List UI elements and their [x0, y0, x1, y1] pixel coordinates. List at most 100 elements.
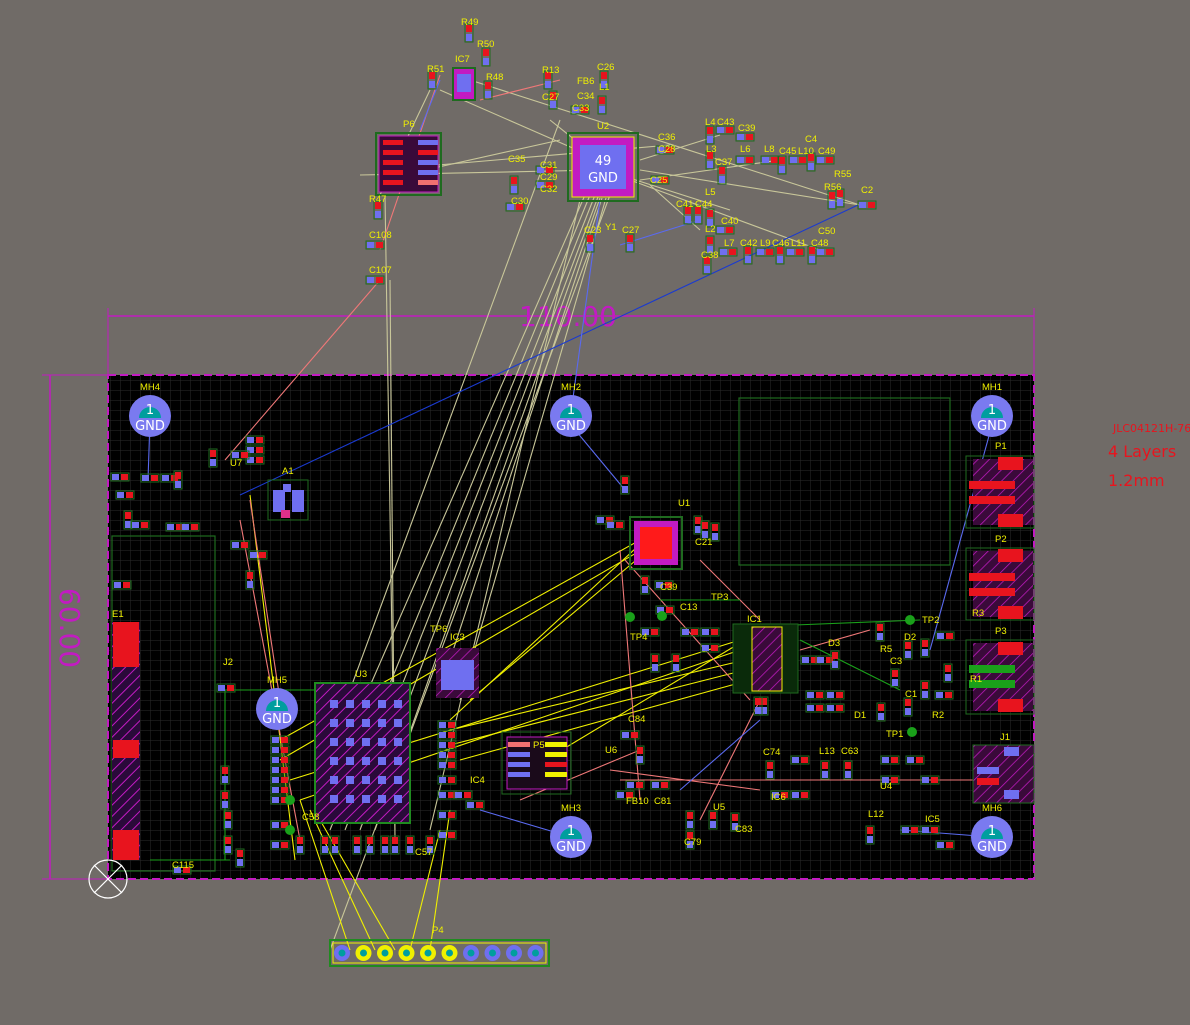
smd-part[interactable] — [730, 812, 740, 832]
smd-part[interactable] — [585, 233, 595, 253]
smd-part[interactable] — [230, 540, 250, 550]
smd-part[interactable] — [815, 155, 835, 165]
smd-part[interactable] — [220, 790, 230, 810]
connector-p2[interactable] — [965, 547, 1035, 621]
smd-part[interactable] — [172, 865, 192, 875]
connector-p5[interactable] — [501, 731, 572, 795]
smd-part[interactable] — [270, 755, 290, 765]
smd-part[interactable] — [815, 247, 835, 257]
smd-part[interactable] — [390, 835, 400, 855]
smd-part[interactable] — [655, 145, 675, 155]
smd-part[interactable] — [903, 697, 913, 717]
smd-part[interactable] — [245, 445, 265, 455]
smd-part[interactable] — [597, 95, 607, 115]
smd-part[interactable] — [548, 90, 558, 110]
smd-part[interactable] — [437, 750, 457, 760]
connector-p1[interactable] — [965, 455, 1035, 529]
smd-part[interactable] — [245, 435, 265, 445]
smd-part[interactable] — [427, 70, 437, 90]
test-point[interactable] — [285, 795, 295, 805]
smd-part[interactable] — [270, 840, 290, 850]
smd-part[interactable] — [702, 255, 712, 275]
smd-part[interactable] — [876, 702, 886, 722]
smd-part[interactable] — [753, 696, 763, 716]
smd-part[interactable] — [464, 23, 474, 43]
smd-part[interactable] — [245, 455, 265, 465]
smd-part[interactable] — [543, 70, 553, 90]
smd-part[interactable] — [835, 188, 845, 208]
smd-part[interactable] — [765, 760, 775, 780]
smd-part[interactable] — [180, 522, 200, 532]
smd-part[interactable] — [465, 800, 485, 810]
smd-part[interactable] — [330, 835, 340, 855]
smd-part[interactable] — [483, 80, 493, 100]
smd-part[interactable] — [890, 668, 900, 688]
smd-part[interactable] — [900, 825, 920, 835]
smd-part[interactable] — [700, 643, 720, 653]
smd-part[interactable] — [270, 735, 290, 745]
component-ic3[interactable] — [436, 648, 479, 698]
smd-part[interactable] — [943, 663, 953, 683]
component-p6[interactable] — [375, 132, 442, 196]
smd-part[interactable] — [683, 205, 693, 225]
smd-part[interactable] — [759, 696, 769, 716]
smd-part[interactable] — [806, 152, 816, 172]
smd-part[interactable] — [270, 775, 290, 785]
smd-part[interactable] — [760, 155, 780, 165]
smd-part[interactable] — [815, 655, 835, 665]
smd-part[interactable] — [245, 570, 255, 590]
smd-part[interactable] — [790, 790, 810, 800]
component-u1[interactable] — [629, 516, 683, 570]
smd-part[interactable] — [425, 835, 435, 855]
smd-part[interactable] — [743, 245, 753, 265]
smd-part[interactable] — [295, 835, 305, 855]
smd-part[interactable] — [700, 520, 710, 540]
smd-part[interactable] — [790, 755, 810, 765]
height-dimension[interactable]: 60.00 — [42, 374, 108, 880]
component-ic7[interactable] — [452, 67, 476, 101]
smd-part[interactable] — [920, 825, 940, 835]
smd-part[interactable] — [650, 780, 670, 790]
smd-part[interactable] — [223, 810, 233, 830]
smd-part[interactable] — [775, 245, 785, 265]
smd-part[interactable] — [693, 205, 703, 225]
smd-part[interactable] — [437, 720, 457, 730]
smd-part[interactable] — [805, 690, 825, 700]
component-a1[interactable] — [267, 479, 309, 521]
board-outline[interactable] — [107, 374, 1035, 880]
smd-part[interactable] — [903, 640, 913, 660]
smd-part[interactable] — [865, 825, 875, 845]
test-point[interactable] — [907, 727, 917, 737]
smd-part[interactable] — [270, 820, 290, 830]
smd-part[interactable] — [115, 490, 135, 500]
smd-part[interactable] — [685, 830, 695, 850]
smd-part[interactable] — [920, 680, 930, 700]
smd-part[interactable] — [671, 653, 681, 673]
smd-part[interactable] — [635, 745, 645, 765]
smd-part[interactable] — [805, 703, 825, 713]
smd-part[interactable] — [535, 180, 555, 190]
smd-part[interactable] — [365, 240, 385, 250]
smd-part[interactable] — [599, 70, 609, 90]
smd-part[interactable] — [230, 450, 250, 460]
smd-part[interactable] — [208, 448, 218, 468]
smd-part[interactable] — [509, 175, 519, 195]
smd-part[interactable] — [437, 740, 457, 750]
smd-part[interactable] — [934, 690, 954, 700]
smd-part[interactable] — [718, 247, 738, 257]
smd-part[interactable] — [220, 765, 230, 785]
connector-p4[interactable] — [329, 939, 550, 967]
width-dimension[interactable]: 110.00 — [107, 300, 1035, 375]
smd-part[interactable] — [320, 835, 330, 855]
smd-part[interactable] — [717, 165, 727, 185]
smd-part[interactable] — [640, 627, 660, 637]
smd-part[interactable] — [825, 690, 845, 700]
smd-part[interactable] — [123, 510, 133, 530]
smd-part[interactable] — [140, 473, 160, 483]
component-ic1[interactable] — [732, 623, 799, 694]
smd-part[interactable] — [235, 848, 245, 868]
smd-part[interactable] — [785, 247, 805, 257]
